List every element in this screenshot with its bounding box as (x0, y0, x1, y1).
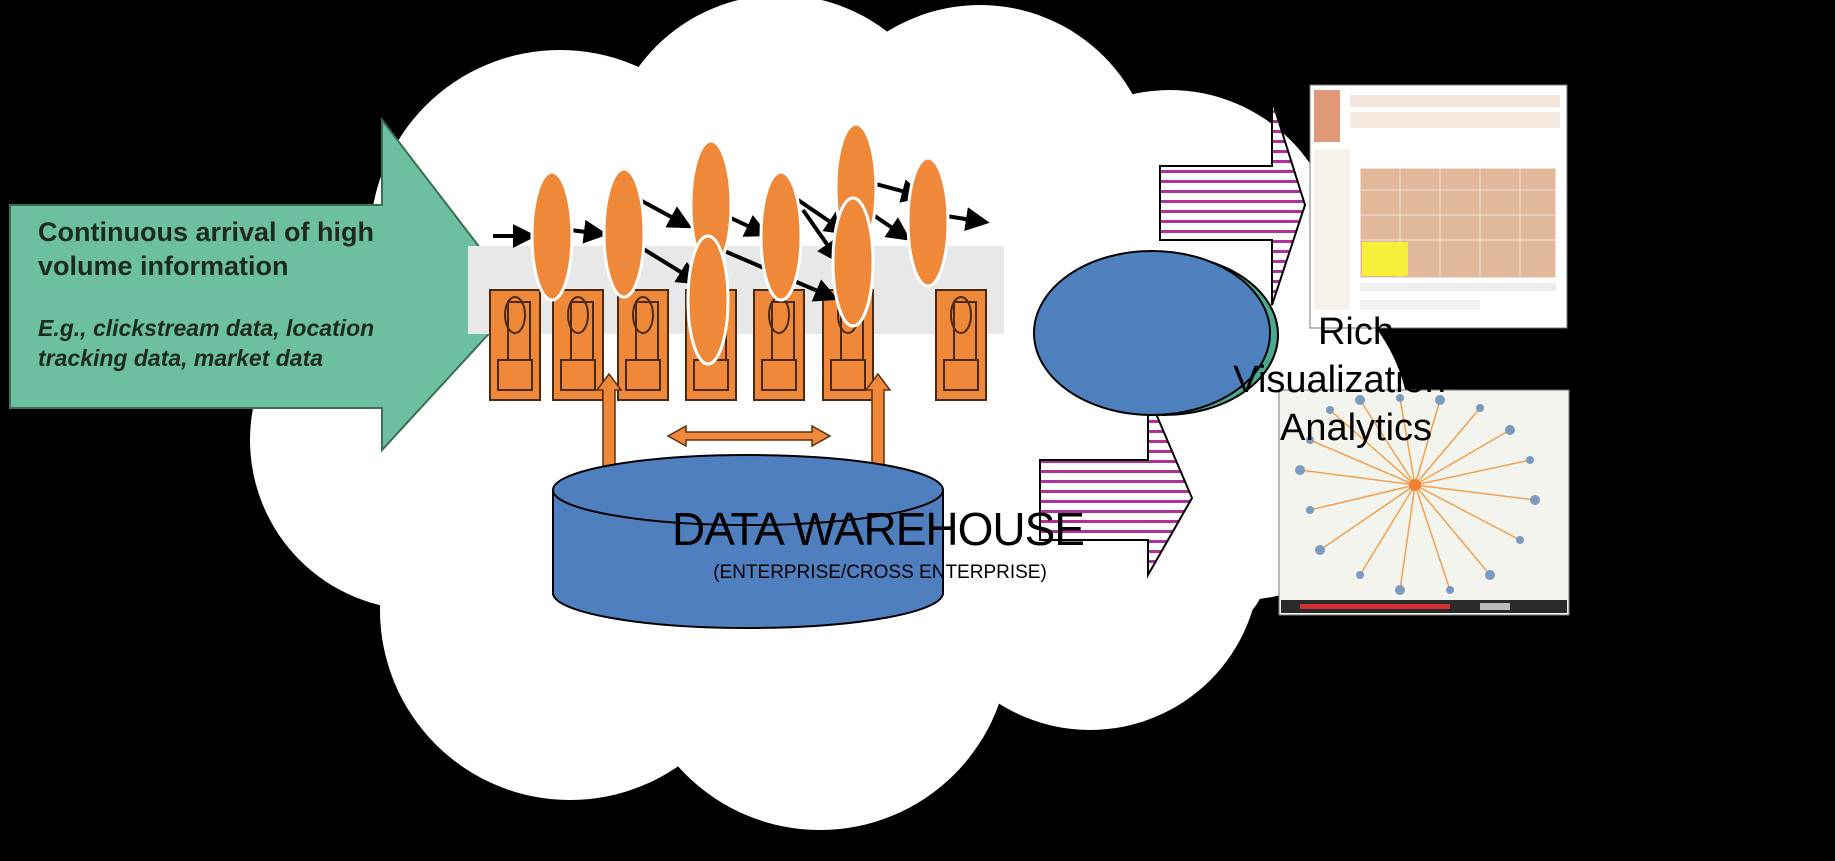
operator-nodes (489, 289, 987, 401)
warehouse-feed-arrows (595, 372, 892, 469)
operator-node (935, 289, 987, 401)
striped-arrow-top (1159, 99, 1307, 306)
data-warehouse-subtitle: (ENTERPRISE/CROSS ENTERPRISE) (713, 562, 1047, 583)
stream-node (530, 170, 574, 302)
operator-node (489, 289, 541, 401)
operator-node (617, 289, 669, 401)
input-arrow (9, 117, 522, 453)
stream-node (602, 167, 646, 299)
operator-node (552, 289, 604, 401)
visualization-label: Rich Visualization + Analytics (1233, 311, 1479, 449)
stream-node (686, 234, 730, 366)
stream-node (759, 170, 803, 302)
stream-node (906, 156, 950, 288)
operator-node (753, 289, 805, 401)
treemap-screenshot (1309, 84, 1568, 329)
input-description-title: Continuous arrival of high volume inform… (38, 217, 374, 281)
visualization-ellipse (1033, 250, 1279, 416)
input-description-example: E.g., clickstream data, location trackin… (38, 315, 375, 371)
stream-ellipses (530, 122, 950, 366)
network-graph-screenshot (1278, 389, 1570, 616)
striped-arrow-bottom (1039, 394, 1194, 579)
data-warehouse-title: DATA WAREHOUSE (672, 503, 1085, 555)
stream-node (831, 196, 875, 328)
data-warehouse-cylinder (552, 454, 944, 629)
